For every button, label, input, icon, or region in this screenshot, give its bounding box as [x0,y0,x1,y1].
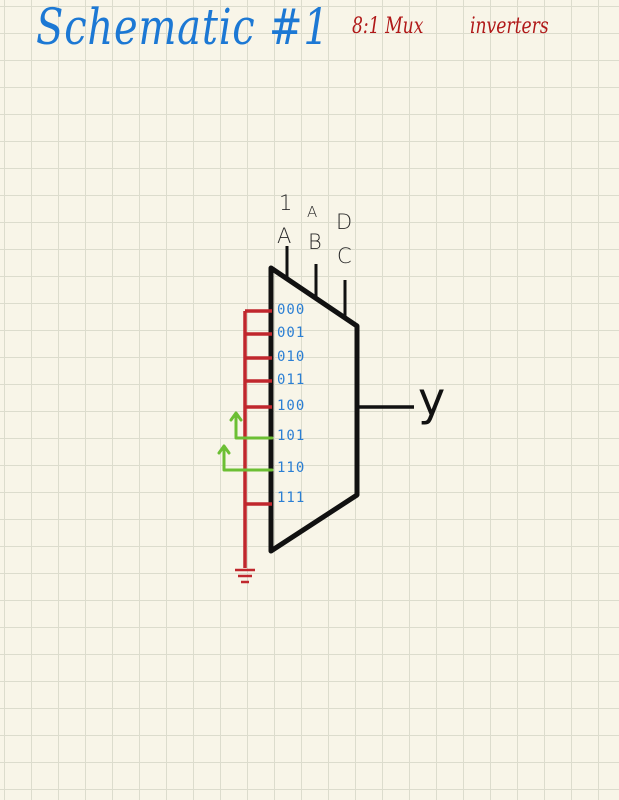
inverter-101 [229,411,274,440]
select-label-a-top: 1 [279,191,293,215]
select-label-a: A [277,224,292,248]
input-code-011: 011 [277,372,306,388]
note-inverters: inverters [470,14,549,39]
input-code-111: 111 [277,490,306,506]
select-label-c: C [337,244,352,268]
select-label-b: B [308,230,322,254]
input-code-000: 000 [277,302,306,318]
inverter-110 [217,444,274,472]
ground-symbol [235,568,255,584]
select-label-b-top: A [307,203,318,221]
page-title: Schematic #1 [36,0,330,56]
input-code-110: 110 [277,460,306,476]
input-code-010: 010 [277,349,306,365]
output-label: y [418,372,446,426]
input-code-100: 100 [277,398,306,414]
input-code-001: 001 [277,325,306,341]
note-mux: 8:1 Mux [352,14,424,39]
select-label-c-top: D [336,210,353,234]
input-code-101: 101 [277,428,306,444]
mux-body [268,265,360,554]
